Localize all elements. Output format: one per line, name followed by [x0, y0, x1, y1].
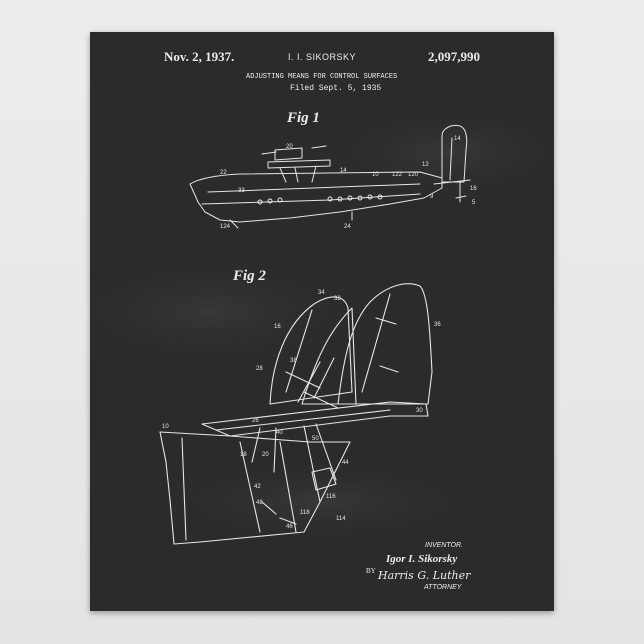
patent-poster: Nov. 2, 1937. I. I. SIKORSKY 2,097,990 A… [90, 32, 554, 611]
by-label: BY [366, 567, 376, 575]
inventor-signature: Igor I. Sikorsky [386, 553, 457, 565]
svg-text:36: 36 [434, 322, 441, 328]
attorney-signature: Harris G. Luther [378, 569, 470, 582]
svg-text:50: 50 [312, 436, 319, 442]
svg-text:38: 38 [290, 358, 297, 364]
svg-text:26: 26 [252, 418, 259, 424]
svg-text:44: 44 [342, 460, 349, 466]
attorney-label: ATTORNEY [424, 584, 461, 591]
svg-text:46: 46 [286, 524, 293, 530]
svg-text:16: 16 [274, 324, 281, 330]
svg-text:34: 34 [318, 290, 325, 296]
svg-text:10: 10 [162, 424, 169, 430]
svg-text:114: 114 [336, 516, 346, 522]
svg-text:42: 42 [254, 484, 261, 490]
svg-text:28: 28 [256, 366, 263, 372]
figure-2-tail-drawing: 16 28 34 32 36 38 26 10 18 20 40 42 48 44 116 118 4… [90, 32, 554, 611]
svg-text:118: 118 [300, 510, 310, 516]
svg-text:116: 116 [326, 494, 336, 500]
svg-text:30: 30 [416, 408, 423, 414]
svg-text:18: 18 [240, 452, 247, 458]
inventor-label: INVENTOR. [425, 542, 463, 549]
svg-text:32: 32 [334, 296, 341, 302]
svg-text:40: 40 [276, 430, 283, 436]
svg-text:20: 20 [262, 452, 269, 458]
svg-text:48: 48 [256, 500, 263, 506]
